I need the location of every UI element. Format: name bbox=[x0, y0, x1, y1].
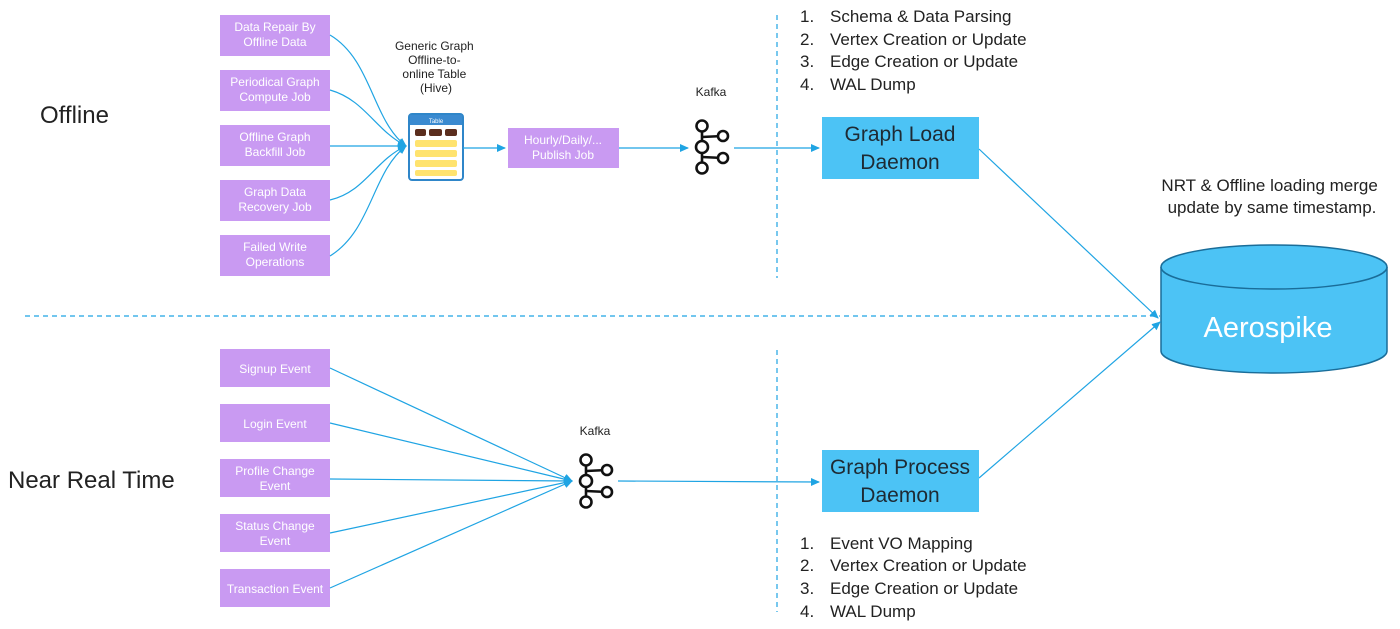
svg-text:Signup Event: Signup Event bbox=[239, 362, 311, 376]
svg-text:Hourly/Daily/...Publish Job: Hourly/Daily/...Publish Job bbox=[524, 133, 602, 162]
svg-text:1.: 1. bbox=[800, 7, 814, 26]
merge-note: NRT & Offline loading merge update by sa… bbox=[1161, 176, 1382, 217]
svg-text:Edge Creation or Update: Edge Creation or Update bbox=[830, 579, 1018, 598]
svg-text:4.: 4. bbox=[800, 602, 814, 621]
connector-process-to-aerospike bbox=[978, 321, 1161, 479]
svg-text:WAL Dump: WAL Dump bbox=[830, 602, 916, 621]
svg-text:Event VO Mapping: Event VO Mapping bbox=[830, 534, 973, 553]
connector-source5-to-table bbox=[329, 145, 407, 257]
aerospike-label: Aerospike bbox=[1204, 312, 1333, 344]
connector-signup-to-kafka bbox=[329, 367, 573, 482]
svg-text:2.: 2. bbox=[800, 30, 814, 49]
connector-kafka-to-process-daemon bbox=[617, 477, 820, 486]
connector-login-to-kafka bbox=[329, 422, 573, 484]
svg-text:Edge Creation or Update: Edge Creation or Update bbox=[830, 52, 1018, 71]
nrt-event-transaction: Transaction Event bbox=[220, 569, 330, 607]
connector-profile-to-kafka bbox=[329, 476, 573, 485]
svg-text:Transaction Event: Transaction Event bbox=[227, 582, 324, 596]
kafka-logo-offline bbox=[694, 119, 730, 175]
connector-source2-to-table bbox=[329, 89, 407, 147]
svg-text:2.: 2. bbox=[800, 556, 814, 575]
nrt-section-label: Near Real Time bbox=[8, 467, 175, 494]
table-icon: Table bbox=[408, 113, 464, 181]
load-steps-list: 1. Schema & Data Parsing 2. Vertex Creat… bbox=[800, 7, 1027, 94]
svg-text:Login Event: Login Event bbox=[243, 417, 307, 431]
svg-text:Table: Table bbox=[429, 119, 444, 125]
svg-text:Schema & Data Parsing: Schema & Data Parsing bbox=[830, 7, 1011, 26]
connector-load-to-aerospike bbox=[978, 148, 1159, 319]
kafka-offline-label: Kafka bbox=[696, 85, 727, 99]
connector-status-to-kafka bbox=[329, 478, 573, 534]
kafka-logo-nrt bbox=[578, 453, 614, 509]
connector-transaction-to-kafka bbox=[329, 480, 573, 589]
svg-text:4.: 4. bbox=[800, 75, 814, 94]
connector-source4-to-table bbox=[329, 145, 407, 201]
connector-source1-to-table bbox=[329, 34, 407, 147]
svg-text:Vertex Creation or Update: Vertex Creation or Update bbox=[830, 556, 1027, 575]
publish-job: Hourly/Daily/...Publish Job bbox=[508, 128, 619, 168]
svg-text:Vertex Creation or Update: Vertex Creation or Update bbox=[830, 30, 1027, 49]
offline-section-label: Offline bbox=[40, 102, 109, 129]
aerospike-database: Aerospike bbox=[1160, 244, 1388, 374]
nrt-event-login: Login Event bbox=[220, 404, 330, 442]
nrt-event-signup: Signup Event bbox=[220, 349, 330, 387]
kafka-nrt-label: Kafka bbox=[580, 424, 611, 438]
svg-text:3.: 3. bbox=[800, 52, 814, 71]
process-steps-list: 1. Event VO Mapping 2. Vertex Creation o… bbox=[800, 534, 1027, 621]
svg-text:3.: 3. bbox=[800, 579, 814, 598]
hive-table-caption: Generic Graph Offline-to- online Table (… bbox=[395, 39, 477, 95]
svg-text:WAL Dump: WAL Dump bbox=[830, 75, 916, 94]
svg-text:1.: 1. bbox=[800, 534, 814, 553]
